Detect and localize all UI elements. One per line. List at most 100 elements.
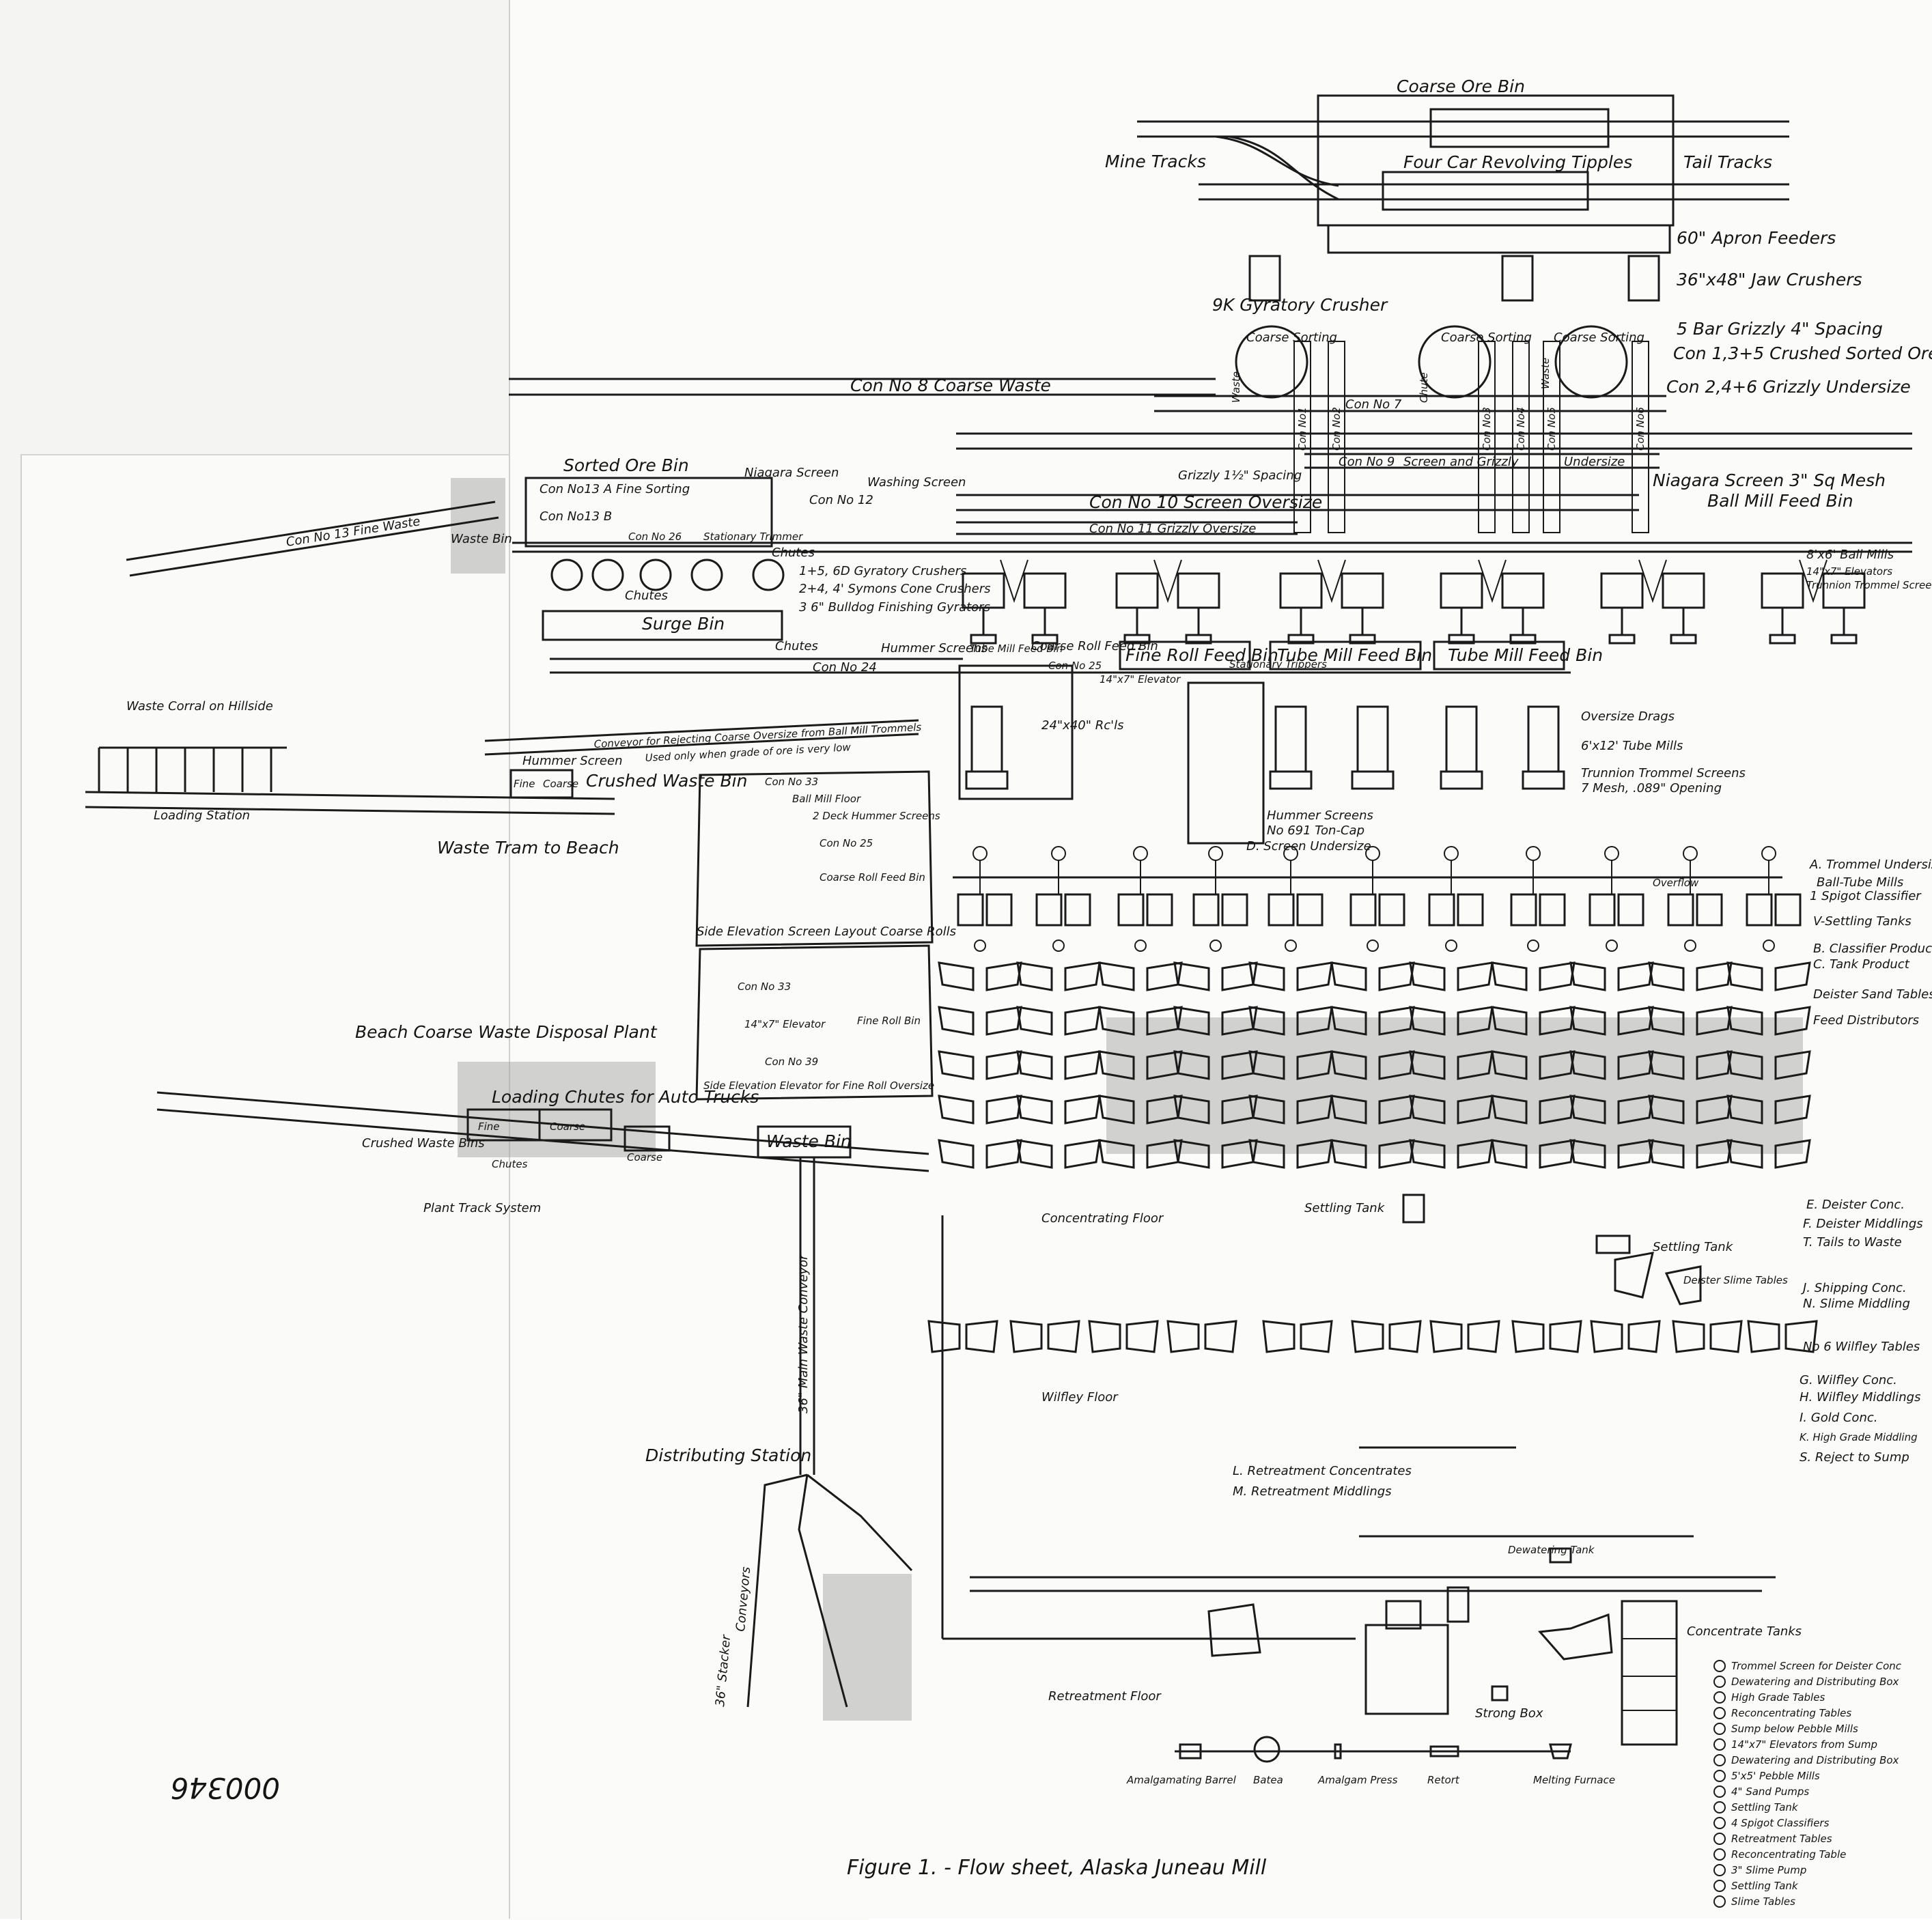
rolls-label: 24"x40" Rc'ls — [1041, 718, 1123, 733]
chutes-label: Chutes — [492, 1158, 528, 1170]
figure-caption: Figure 1. - Flow sheet, Alaska Juneau Mi… — [847, 1856, 1267, 1880]
deister-table — [1539, 1050, 1576, 1080]
legend-marker — [1713, 1864, 1726, 1876]
feed-distributor — [972, 846, 988, 861]
deister-table — [1296, 1050, 1333, 1080]
ball-mill — [1501, 572, 1545, 609]
h-wilfley-label: H. Wilfley Middlings — [1800, 1390, 1920, 1404]
washing-screen-label: Washing Screen — [867, 475, 966, 490]
stationary-trippers-label: Stationary Trippers — [1229, 658, 1327, 670]
con-grizzly-undersize-label: Con 2,4+6 Grizzly Undersize — [1666, 377, 1911, 397]
deister-table — [1173, 1006, 1210, 1036]
deister-table — [1648, 1139, 1685, 1169]
coarse-sorting-label: Coarse Sorting — [1554, 330, 1644, 345]
settling-tank-label: Settling Tank — [1304, 1201, 1386, 1215]
con25-label: Con No 25 — [1048, 660, 1102, 672]
legend-entry: 4" Sand Pumps — [1731, 1785, 1809, 1798]
fine-roll-feed-bin — [1119, 640, 1251, 670]
deister-table — [1774, 1139, 1811, 1169]
deister-table — [1064, 1050, 1101, 1080]
oversize-drags-label: Oversize Drags — [1581, 709, 1675, 724]
wilfley-table — [1204, 1320, 1237, 1353]
conveyors-label: Conveyors — [733, 1566, 753, 1633]
i-gold-label: I. Gold Conc. — [1800, 1411, 1877, 1425]
loading-chutes-label: Loading Chutes for Auto Trucks — [492, 1087, 759, 1107]
fine-label: Fine — [514, 778, 535, 790]
fine-roll-bin-label: Fine Roll Bin — [857, 1015, 921, 1027]
deister-table — [1617, 961, 1654, 991]
conveyor-band: Con No 8 Coarse Waste Con No 7 Con No 9 … — [126, 376, 1912, 577]
concentrate-tanks — [1621, 1600, 1678, 1746]
settling-tank — [1510, 893, 1537, 927]
wilfley-table — [1009, 1320, 1043, 1353]
deister-table — [1617, 1006, 1654, 1036]
deister-table — [1016, 1095, 1053, 1125]
con12-label: Con No 12 — [809, 493, 873, 507]
deister-table — [1539, 961, 1576, 991]
deck-hummer-label: 2 Deck Hummer Screens — [813, 810, 940, 822]
deister-table — [1569, 1139, 1606, 1169]
feed-distributor — [1526, 846, 1541, 861]
melting-furnace-label: Melting Furnace — [1533, 1774, 1615, 1786]
deister-table — [1648, 1050, 1685, 1080]
hummer-screens-bottom-label: Hummer Screens — [1267, 808, 1373, 823]
deister-table — [1016, 1139, 1053, 1169]
deister-table — [1296, 961, 1333, 991]
elevators-label: 14"x7" Elevators — [1806, 565, 1892, 578]
deister-table — [1617, 1050, 1654, 1080]
tube-mill-feed-bin-small: Tube Mill Feed Bin — [970, 643, 1063, 655]
deister-table — [1569, 1050, 1606, 1080]
settling-tank — [1146, 893, 1173, 927]
settling-tank — [1539, 893, 1566, 927]
feed-distributor — [1444, 846, 1459, 861]
deister-table — [1539, 1006, 1576, 1036]
legend-marker — [1713, 1848, 1726, 1861]
d-screen-undersize-label: D. Screen Undersize — [1246, 839, 1371, 853]
concentrating-section: A. Trommel Undersize from Ball-Tube Mill… — [927, 846, 1932, 1786]
deister-table — [1098, 1050, 1135, 1080]
deister-table — [1098, 1095, 1135, 1125]
legend-entry: Dewatering and Distributing Box — [1731, 1676, 1899, 1688]
wilfley-table — [1047, 1320, 1080, 1353]
deister-table — [1569, 1095, 1606, 1125]
trommel-screens-label: Trunnion Trommel Screens — [1806, 579, 1932, 591]
k-high-label: K. High Grade Middling — [1800, 1431, 1918, 1443]
deister-table — [1409, 1006, 1446, 1036]
deister-table — [1248, 1050, 1285, 1080]
deister-table — [1248, 1139, 1285, 1169]
tube-mill — [1445, 705, 1478, 773]
legend-marker — [1713, 1754, 1726, 1766]
crushed-waste-bins-label: Crushed Waste Bins — [362, 1136, 485, 1150]
settling-tank — [1428, 893, 1455, 927]
legend-entry: 14"x7" Elevators from Sump — [1731, 1738, 1877, 1751]
grizzly-spacing-label: Grizzly 1½" Spacing — [1178, 468, 1302, 483]
tape-patch — [823, 1574, 912, 1721]
legend-marker — [1713, 1660, 1726, 1672]
deister-table — [1457, 1006, 1494, 1036]
spigot-label: 1 Spigot Classifier — [1810, 889, 1922, 903]
settling-tank — [1696, 893, 1723, 927]
legend-marker — [1713, 1738, 1726, 1751]
con-no3-label: Con No3 — [1481, 407, 1493, 451]
deister-table — [1173, 961, 1210, 991]
legend-marker — [1713, 1770, 1726, 1782]
wilfley-table — [1262, 1320, 1296, 1353]
deister-table — [1296, 1095, 1333, 1125]
con26-label: Con No 26 — [628, 531, 682, 543]
coarse-sorting-label: Coarse Sorting — [1441, 330, 1532, 345]
feed-distributors-label: Feed Distributors — [1813, 1013, 1919, 1028]
dewatering-tank-label: Dewatering Tank — [1508, 1544, 1595, 1556]
main-conveyor-label: 36" Main Waste Conveyor — [796, 1254, 811, 1413]
trunnion-trommel-label: Trunnion Trommel Screens — [1581, 766, 1746, 780]
wilfley-table — [1388, 1320, 1422, 1353]
deister-table — [1696, 961, 1733, 991]
legend-entry: Reconcentrating Table — [1731, 1848, 1846, 1861]
ball-mills-row: 8'x6' Ball Mills 14"x7" Elevators Trunni… — [958, 548, 1932, 853]
settling-tank — [1064, 893, 1091, 927]
deister-table — [1064, 1139, 1101, 1169]
wilfley-table — [1709, 1320, 1743, 1353]
deister-table — [1491, 1050, 1528, 1080]
deister-table — [1173, 1050, 1210, 1080]
deister-table — [1696, 1095, 1733, 1125]
legend-marker — [1713, 1785, 1726, 1798]
